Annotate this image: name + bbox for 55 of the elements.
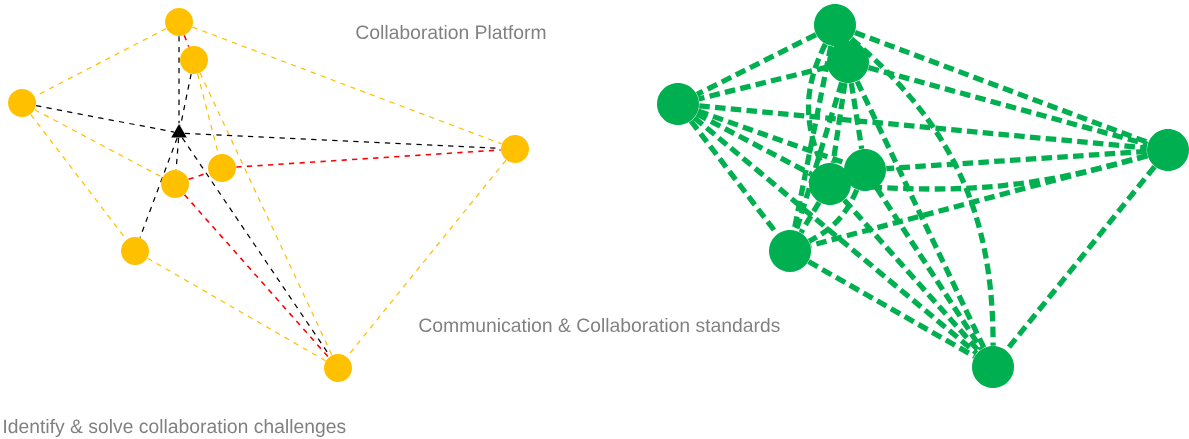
dashed-line <box>849 36 996 346</box>
dashed-line <box>809 152 1149 249</box>
circle-node <box>324 354 352 382</box>
dashed-line <box>178 35 180 124</box>
dashed-line <box>867 65 1149 147</box>
dashed-line <box>854 80 987 349</box>
circle-node <box>972 346 1014 388</box>
dashed-line <box>191 26 503 145</box>
dashed-line <box>179 73 192 127</box>
dashed-line <box>34 109 163 178</box>
dashed-line <box>35 105 175 133</box>
circle-node <box>8 89 36 117</box>
circle-node <box>809 163 851 205</box>
dashed-line <box>699 103 1147 151</box>
circle-node <box>769 230 811 272</box>
circle-node <box>827 41 869 83</box>
dashed-line <box>146 257 327 362</box>
dashed-line <box>30 113 127 241</box>
dashed-line <box>695 32 818 97</box>
dashed-line <box>692 115 979 356</box>
circle-node <box>161 170 189 198</box>
dashed-line <box>235 149 502 168</box>
dashed-line <box>842 198 981 353</box>
circle-node <box>165 8 193 36</box>
dashed-line <box>698 64 828 102</box>
dashed-line <box>139 137 178 239</box>
dashed-line <box>874 186 984 351</box>
circle-node <box>814 4 856 46</box>
dashed-line <box>346 159 507 358</box>
dashed-line <box>34 27 167 98</box>
dashed-line <box>807 188 860 244</box>
dashed-line <box>830 82 848 164</box>
dashed-line <box>807 259 976 359</box>
circle-node <box>501 135 529 163</box>
dashed-line <box>183 193 330 359</box>
dashed-line <box>197 73 220 155</box>
circle-node <box>657 83 699 125</box>
circle-node <box>1147 129 1189 171</box>
circle-node <box>121 237 149 265</box>
dashed-line <box>798 200 822 234</box>
circle-node <box>180 46 208 74</box>
dashed-line <box>848 82 865 150</box>
dashed-line <box>886 148 1147 172</box>
dashed-line <box>695 111 813 177</box>
label-text: Collaboration Platform <box>356 24 546 40</box>
label-text: Identify & solve collaboration challenges <box>4 419 346 437</box>
dashed-line <box>854 30 1149 145</box>
circle-node <box>844 149 886 191</box>
dashed-line <box>697 108 846 166</box>
circle-node <box>208 154 236 182</box>
label-text: Communication & Collaboration standards <box>419 317 780 333</box>
triangle-marker <box>171 124 187 138</box>
dashed-line <box>793 81 845 232</box>
dashed-line <box>183 34 190 48</box>
dashed-line <box>175 137 180 171</box>
